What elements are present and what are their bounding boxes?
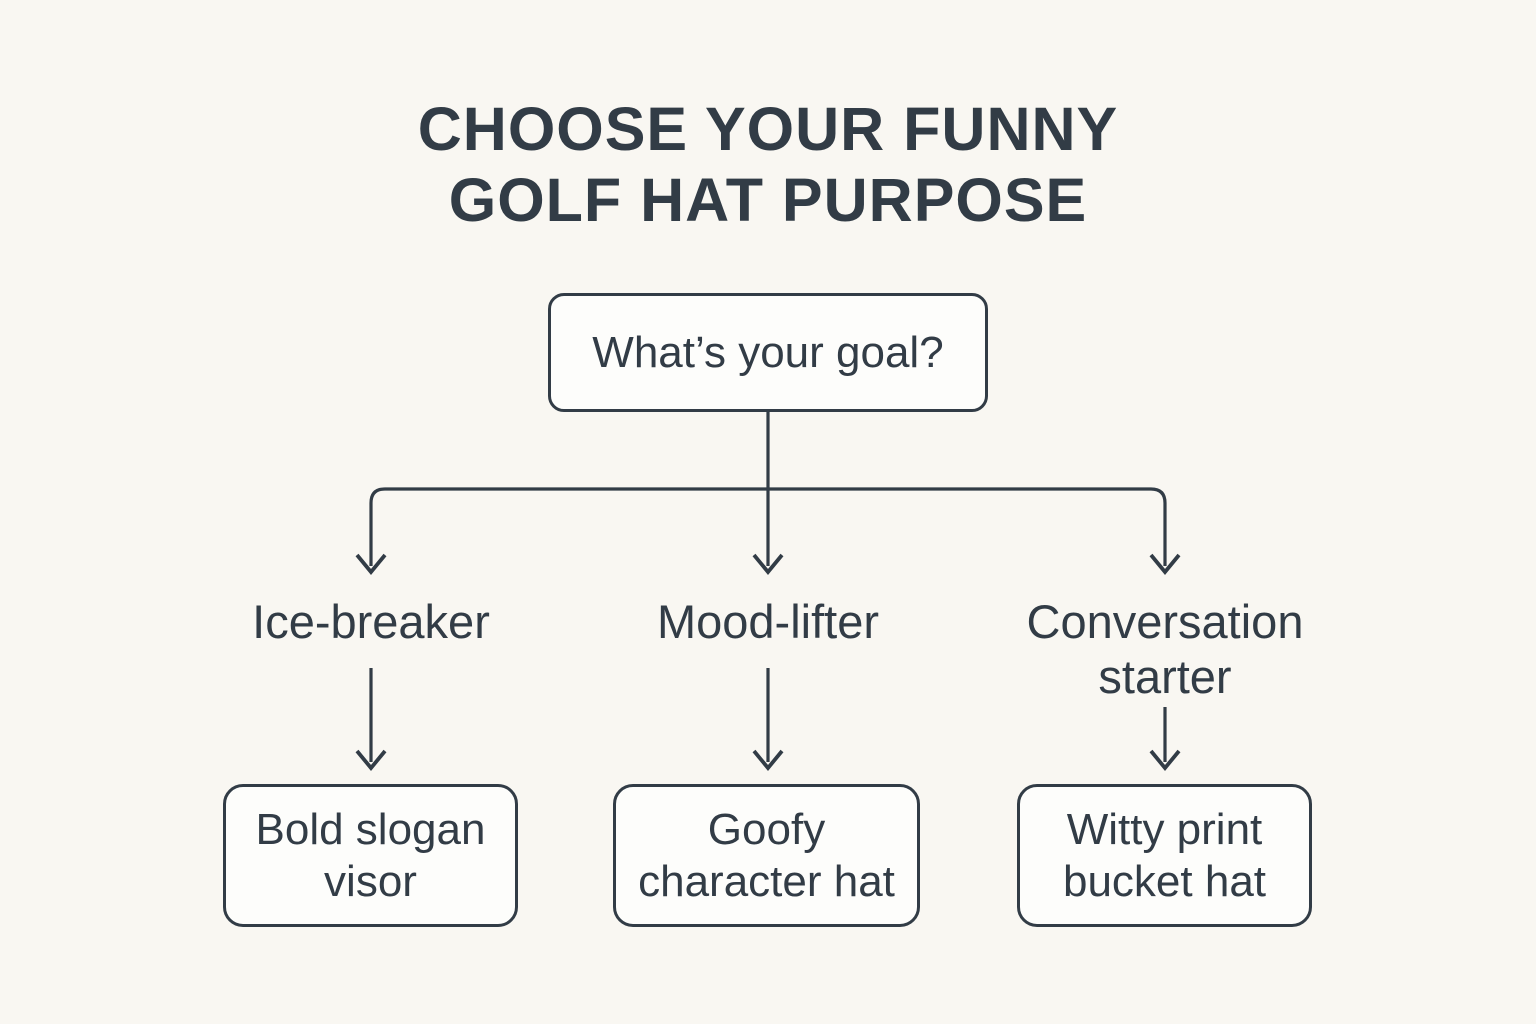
arrowhead-down-icon bbox=[1149, 749, 1181, 771]
result-node-label-line: Goofy bbox=[707, 804, 826, 854]
arrowhead-down-icon bbox=[752, 553, 784, 575]
result-node-bold-slogan-visor: Bold slogan visor bbox=[223, 784, 518, 927]
branch-label-mood-lifter: Mood-lifter bbox=[598, 594, 938, 649]
arrowhead-down-icon bbox=[355, 749, 387, 771]
arrowhead-down-icon bbox=[355, 553, 387, 575]
page-title: CHOOSE YOUR FUNNY GOLF HAT PURPOSE bbox=[0, 94, 1536, 236]
page-title-line-1: CHOOSE YOUR FUNNY bbox=[417, 95, 1119, 163]
result-node-goofy-character-hat: Goofy character hat bbox=[613, 784, 920, 927]
arrowhead-down-icon bbox=[752, 749, 784, 771]
branch-label-line: Conversation bbox=[1026, 595, 1304, 648]
branch-label-ice-breaker: Ice-breaker bbox=[201, 594, 541, 649]
branch-label-line: starter bbox=[1098, 650, 1232, 703]
branch-bracket-line bbox=[369, 487, 1167, 566]
result-node-label-line: bucket hat bbox=[1062, 856, 1267, 906]
result-node-label-line: character hat bbox=[638, 856, 895, 906]
decision-node-label: What’s your goal? bbox=[592, 327, 944, 377]
decision-node-root: What’s your goal? bbox=[548, 293, 988, 412]
arrowhead-down-icon bbox=[1149, 553, 1181, 575]
branch-label-line: Ice-breaker bbox=[252, 595, 490, 648]
branch-label-line: Mood-lifter bbox=[656, 595, 879, 648]
result-node-label-line: Bold slogan bbox=[255, 804, 486, 854]
branch-label-conversation-starter: Conversation starter bbox=[995, 594, 1335, 704]
result-node-label-line: Witty print bbox=[1066, 804, 1263, 854]
page-title-line-2: GOLF HAT PURPOSE bbox=[448, 166, 1088, 234]
result-node-witty-print-bucket-hat: Witty print bucket hat bbox=[1017, 784, 1312, 927]
result-node-label-line: visor bbox=[324, 856, 417, 906]
